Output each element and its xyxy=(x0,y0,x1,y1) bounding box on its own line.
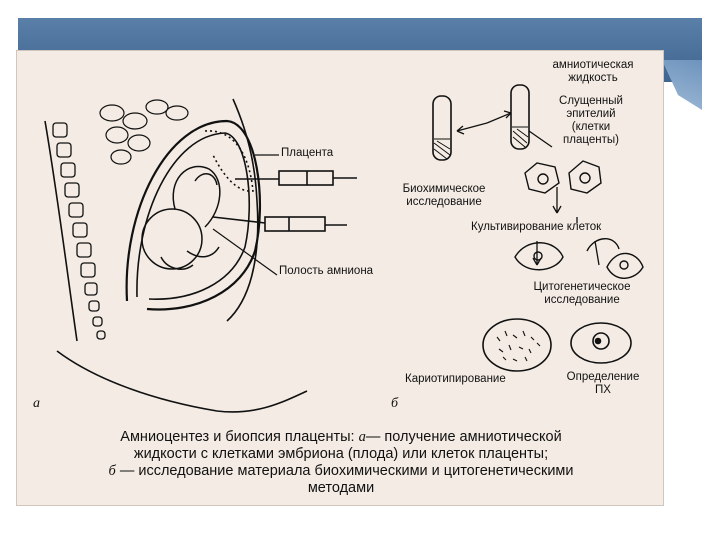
panel-letter-b: б xyxy=(391,396,399,411)
figure-caption: Амниоцентез и биопсия плаценты: а— получ… xyxy=(17,429,665,497)
label-sex-chromatin: Определение ПХ xyxy=(566,371,640,396)
karyotype-cell xyxy=(482,318,552,372)
header-decoration xyxy=(662,60,702,110)
placenta xyxy=(204,130,254,192)
flow-arrows xyxy=(456,110,600,266)
label-karyotyping: Кариотипирование xyxy=(405,373,506,385)
spine-line xyxy=(44,120,78,342)
test-tube-right xyxy=(510,84,530,150)
label-placenta: Плацента xyxy=(281,147,334,159)
body-outline xyxy=(56,350,308,413)
caption-line-4: методами xyxy=(307,480,375,496)
caption-line-1: Амниоцентез и биопсия плаценты: а— получ… xyxy=(120,429,562,445)
panel-letter-a: а xyxy=(33,396,40,411)
fetus xyxy=(141,165,221,270)
label-shed-epithelium: Слущенный эпителий (клетки плаценты) xyxy=(559,95,623,146)
vertebrae xyxy=(52,122,106,340)
needle-lower xyxy=(212,216,347,232)
intestines xyxy=(99,99,189,165)
test-tube-left xyxy=(432,95,452,161)
caption-line-3: б — исследование материала биохимическим… xyxy=(108,463,574,479)
label-biochemical-study: Биохимическое исследование xyxy=(402,183,486,208)
label-cytogenetic-study: Цитогенетическое исследование xyxy=(533,281,631,306)
placental-cells xyxy=(524,160,602,194)
uterus-wall xyxy=(125,119,261,311)
caption-line-2: жидкости с клетками эмбриона (плода) или… xyxy=(133,446,549,462)
amnion-leader xyxy=(212,228,278,276)
sex-chromatin-cell xyxy=(570,322,632,364)
figure-panel: Плацента Полость амниона амниотическая ж… xyxy=(16,50,664,506)
label-cell-culturing: Культивирование клеток xyxy=(471,221,602,233)
label-amniotic-fluid: амниотическая жидкость xyxy=(552,59,634,84)
amniocentesis-diagram xyxy=(44,84,644,413)
amnion-membrane xyxy=(136,132,250,300)
needle-upper xyxy=(235,170,357,186)
label-amnion-cavity: Полость амниона xyxy=(279,265,374,277)
cultured-cells xyxy=(514,238,644,279)
abdominal-wall xyxy=(226,98,259,322)
